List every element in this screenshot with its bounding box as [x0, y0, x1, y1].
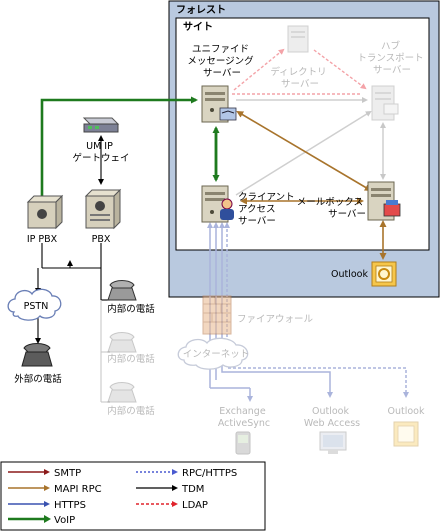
- phone-icon[interactable]: [107, 332, 137, 353]
- pbx-label: PBX: [92, 234, 111, 245]
- firewall-label: ファイアウォール: [237, 314, 314, 325]
- legend-https: HTTPS: [54, 500, 86, 511]
- outlook-icon[interactable]: [371, 261, 397, 287]
- mailbox-label: メールボックス サーバー: [297, 197, 366, 220]
- pbx-icon[interactable]: [84, 188, 122, 230]
- hub-transport-server-icon[interactable]: [371, 85, 399, 121]
- outlook-external-label: Outlook: [388, 406, 425, 417]
- phone-icon[interactable]: [107, 382, 137, 403]
- outlook-icon: [393, 421, 419, 447]
- owa-label: Outlook Web Access: [304, 406, 360, 429]
- phone-icon[interactable]: [21, 343, 53, 367]
- legend-smtp: SMTP: [54, 468, 81, 479]
- legend-voip: VoIP: [54, 515, 75, 526]
- internet-cloud-icon: [177, 337, 249, 370]
- unified-messaging-server-icon[interactable]: [201, 85, 237, 123]
- site-label: サイト: [183, 21, 213, 33]
- phone-icon[interactable]: [107, 280, 137, 301]
- legend-tdm: TDM: [181, 484, 204, 495]
- um-ip-gateway-icon[interactable]: [82, 117, 120, 133]
- internal-phone-label: 内部の電話: [107, 353, 155, 365]
- ip-pbx-label: IP PBX: [27, 234, 58, 245]
- legend-mapi-rpc: MAPI RPC: [54, 484, 102, 495]
- directory-server-label: ディレクトリ サーバー: [270, 66, 329, 90]
- pstn-cloud-icon[interactable]: [7, 288, 62, 321]
- outlook-internal-label: Outlook: [331, 269, 368, 280]
- computer-icon: [319, 431, 347, 454]
- directory-server-icon[interactable]: [287, 25, 309, 53]
- pstn-label: PSTN: [24, 301, 49, 312]
- client-access-server-icon[interactable]: [201, 185, 234, 223]
- ldap-links: [232, 48, 367, 95]
- mobile-device-icon: [235, 431, 251, 455]
- hub-transport-label: ハブ トランスポート サーバー: [357, 40, 426, 76]
- mailbox-server-icon[interactable]: [367, 181, 401, 221]
- firewall-icon: [202, 295, 232, 335]
- internal-phone-label: 内部の電話: [107, 303, 155, 315]
- unified-messaging-label: ユニファイド メッセージング サーバー: [187, 44, 256, 79]
- legend-ldap: LDAP: [182, 500, 208, 511]
- voip-links: [40, 96, 220, 200]
- external-phone-label: 外部の電話: [14, 373, 62, 385]
- legend-rpc-https: RPC/HTTPS: [182, 468, 237, 479]
- forest-label: フォレスト: [176, 4, 226, 16]
- ip-pbx-icon[interactable]: [26, 194, 64, 230]
- internet-label: インターネット: [183, 349, 250, 360]
- legend: SMTP MAPI RPC HTTPS VoIP RPC/HTTPS TDM L…: [0, 461, 266, 531]
- client-access-label: クライアント アクセス サーバー: [238, 192, 298, 227]
- um-ip-gateway-label: UM IP ゲートウェイ: [72, 141, 129, 164]
- activesync-label: Exchange ActiveSync: [218, 406, 270, 429]
- internal-phone-label: 内部の電話: [107, 405, 155, 417]
